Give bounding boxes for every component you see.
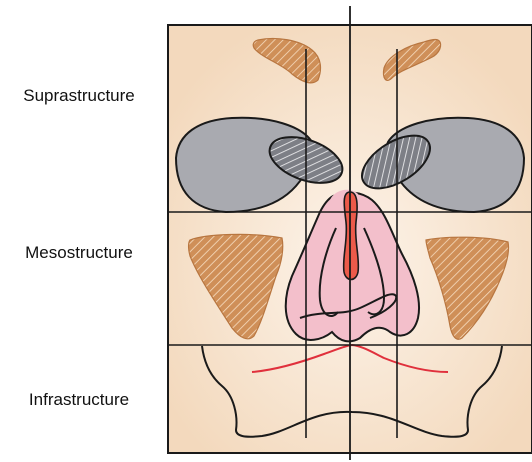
nasal-septum — [344, 192, 359, 280]
